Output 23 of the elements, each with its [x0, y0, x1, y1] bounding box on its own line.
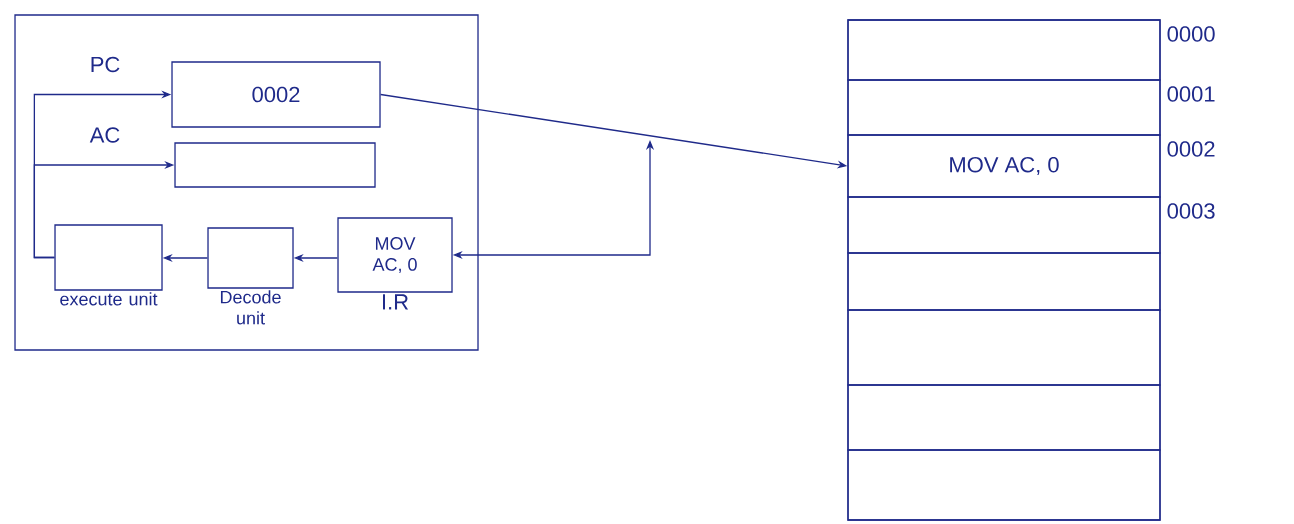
unit-box: execute unit	[54, 224, 163, 306]
edge-label: PC	[88, 55, 122, 74]
register-box: 0002	[171, 61, 381, 128]
register-box	[174, 142, 376, 188]
cpu-box	[14, 14, 479, 351]
register-box: MOV AC, 0 I.R	[337, 217, 453, 310]
memory-cell	[847, 196, 1161, 254]
memory-cell	[847, 79, 1161, 136]
address-label: 0000	[1167, 26, 1215, 42]
memory-cell	[847, 252, 1161, 311]
address-label: 0002	[1167, 141, 1215, 157]
address-label: 0001	[1167, 86, 1215, 102]
address-label: 0003	[1167, 203, 1215, 219]
node-label: Decode unit	[220, 290, 281, 325]
node-label: execute unit	[60, 292, 158, 306]
memory-cell	[847, 19, 1161, 81]
node-label: I.R	[382, 294, 409, 310]
unit-box: Decode unit	[207, 227, 294, 325]
memory-cell	[847, 449, 1161, 521]
memory-cell: MOV AC, 0	[847, 134, 1161, 198]
edge-label: AC	[88, 126, 122, 144]
memory-cell	[847, 384, 1161, 451]
memory-cell	[847, 309, 1161, 386]
